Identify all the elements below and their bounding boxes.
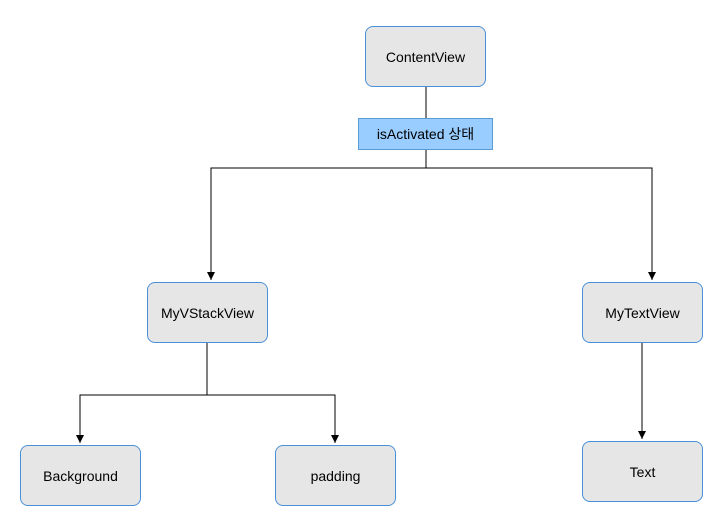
node-content-view[interactable]: ContentView bbox=[365, 26, 486, 87]
edge-label-state-text: isActivated 상태 bbox=[376, 126, 475, 142]
node-my-text-view-label: MyTextView bbox=[605, 304, 680, 321]
node-background-label: Background bbox=[43, 467, 118, 484]
edge-vstack-to-padding bbox=[207, 394, 339, 443]
node-background[interactable]: Background bbox=[20, 445, 141, 506]
node-padding-label: padding bbox=[310, 467, 361, 484]
edge-vstack-to-background bbox=[76, 343, 208, 443]
node-text-label: Text bbox=[629, 463, 656, 480]
node-my-vstack-view[interactable]: MyVStackView bbox=[147, 282, 268, 343]
edge-content-to-vstack bbox=[207, 167, 426, 280]
node-padding[interactable]: padding bbox=[275, 445, 396, 506]
edge-content-to-textview bbox=[426, 167, 656, 280]
node-text[interactable]: Text bbox=[582, 441, 703, 502]
node-content-view-label: ContentView bbox=[385, 48, 466, 65]
edge-label-state[interactable]: isActivated 상태 bbox=[358, 118, 493, 150]
node-my-text-view[interactable]: MyTextView bbox=[582, 282, 703, 343]
node-my-vstack-view-label: MyVStackView bbox=[160, 304, 255, 321]
